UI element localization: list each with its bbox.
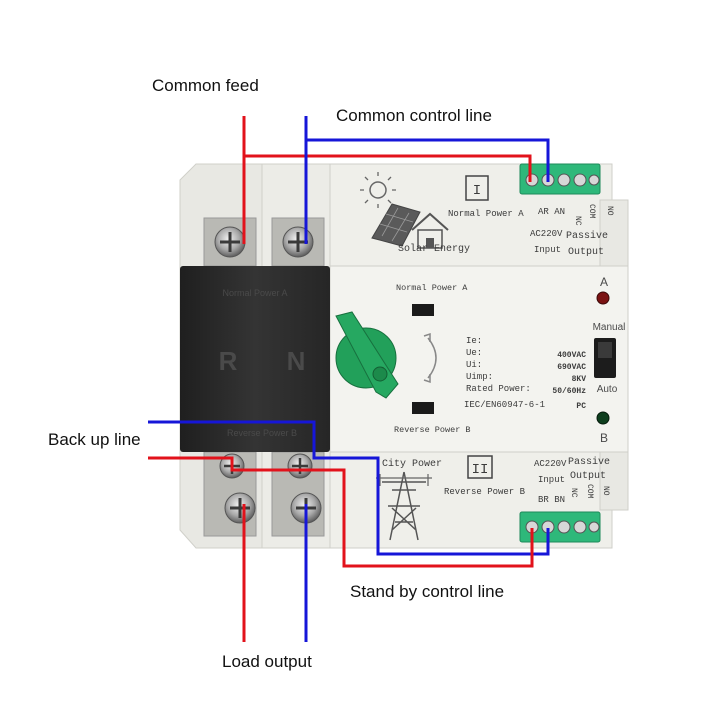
panel-top-label: Normal Power A (396, 283, 468, 293)
spec-table: Ie: Ue: Ui: Uimp: Rated Power: 400VAC 69… (464, 336, 586, 411)
section-a-nc: NC (573, 216, 582, 226)
auto-label: Auto (597, 384, 618, 395)
spec-value: 50/60Hz (552, 387, 586, 396)
section-b-roman: II (472, 462, 489, 478)
section-b-input-voltage: AC220V (534, 459, 567, 469)
section-a-roman: I (473, 183, 481, 199)
spec-value: 690VAC (557, 363, 586, 372)
section-a-terminals: AR AN (538, 207, 565, 217)
callout-back-up-line: Back up line (48, 430, 141, 449)
cover-top-label: Normal Power A (222, 288, 287, 298)
screw-top-left[interactable] (214, 226, 246, 258)
terminal-block-b[interactable] (519, 511, 601, 543)
section-a: Solar Energy I Normal Power A AR AN NC C… (360, 163, 614, 258)
section-b-com: COM (585, 484, 594, 499)
spec-value: PC (576, 402, 586, 411)
spec-value: 8KV (572, 375, 587, 384)
section-a-output: Output (568, 247, 604, 258)
spec-standard: IEC/EN60947-6-1 (464, 400, 545, 410)
cover-bottom-label: Reverse Power B (227, 428, 297, 438)
section-b-title: City Power (382, 458, 442, 470)
section-b-subtitle: Reverse Power B (444, 487, 526, 497)
wire-common-control-live (244, 154, 532, 182)
rotary-knob[interactable] (335, 311, 399, 399)
cover-letter-n: N (287, 346, 306, 376)
section-a-no: NO (605, 206, 614, 216)
sun-icon (360, 172, 396, 208)
section-b-output: Output (570, 471, 606, 482)
section-a-passive: Passive (566, 230, 608, 242)
callout-common-feed: Common feed (152, 76, 259, 95)
cover-letter-r: R (219, 346, 238, 376)
indicator-window-a (412, 304, 434, 316)
spec-label: Ui: (466, 360, 482, 370)
section-b-terminals: BR BN (538, 495, 565, 505)
callout-stand-by-control-line: Stand by control line (350, 582, 505, 601)
section-b-input-label: Input (538, 475, 565, 485)
terminal-block-a[interactable] (519, 163, 601, 195)
wire-common-control-neutral (306, 138, 550, 182)
wire-backup-live (148, 456, 534, 568)
screw-mid-right[interactable] (287, 453, 313, 479)
power-tower-icon (376, 471, 432, 541)
manual-auto-switch[interactable] (594, 338, 616, 378)
section-a-com: COM (587, 204, 596, 219)
wire-backup-neutral (148, 420, 550, 556)
section-a-input-label: Input (534, 245, 561, 255)
control-panel: Normal Power A Reverse Power B Ie: Ue: U… (335, 275, 626, 445)
section-b-no: NO (601, 486, 610, 496)
spec-label: Ie: (466, 336, 482, 346)
panel-bottom-label: Reverse Power B (394, 425, 471, 435)
section-b: City Power II Reverse Power B AC220V Inp… (376, 455, 610, 543)
section-a-input-voltage: AC220V (530, 229, 563, 239)
indicator-b-label: B (600, 431, 608, 445)
manual-label: Manual (593, 322, 626, 333)
callout-load-output: Load output (222, 652, 312, 671)
callout-common-control-line: Common control line (336, 106, 492, 125)
screw-bottom-left[interactable] (224, 492, 256, 524)
section-b-passive: Passive (568, 456, 610, 468)
screw-top-right[interactable] (282, 226, 314, 258)
indicator-lamp-a (596, 291, 610, 305)
house-icon (411, 212, 449, 249)
spec-value: 400VAC (557, 351, 586, 360)
indicator-lamp-b (596, 411, 610, 425)
spec-label: Rated Power: (466, 384, 531, 394)
solar-panel-icon (371, 203, 421, 247)
rotation-arrow-icon (423, 332, 437, 384)
wiring (148, 116, 550, 642)
section-a-caption: Solar Energy (398, 243, 470, 255)
indicator-window-b (412, 402, 434, 414)
section-b-nc: NC (569, 488, 578, 498)
front-cover: Normal Power A R N Reverse Power B (180, 266, 330, 452)
section-a-title: Normal Power A (448, 209, 524, 219)
spec-label: Uimp: (466, 372, 493, 382)
spec-label: Ue: (466, 348, 482, 358)
indicator-a-label: A (600, 275, 608, 289)
